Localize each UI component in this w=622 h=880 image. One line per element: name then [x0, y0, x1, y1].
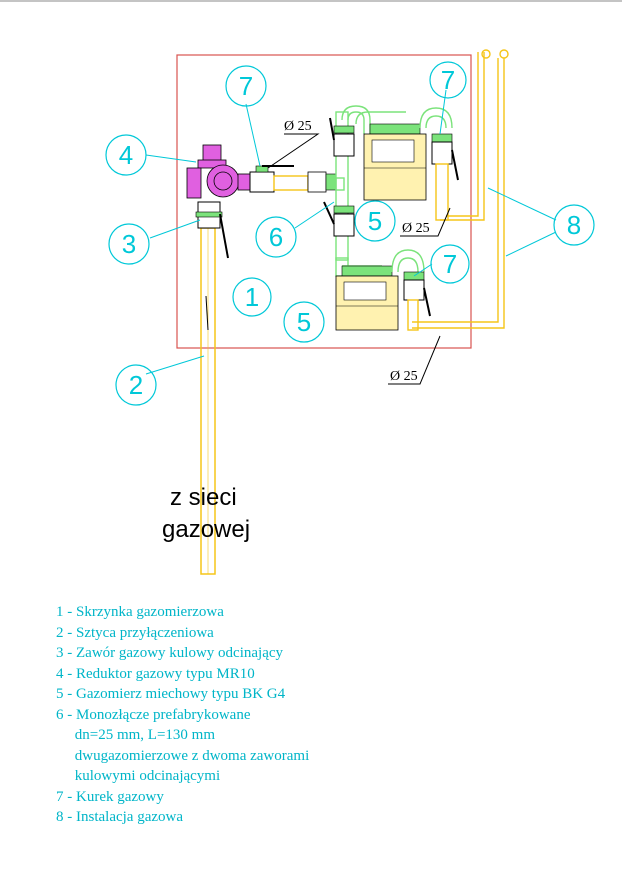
caption-line-1: z sieci	[170, 484, 237, 511]
caption-line-2: gazowej	[162, 516, 251, 543]
callout-3-label: 3	[122, 229, 136, 259]
legend-item: 4 - Reduktor gazowy typu MR10	[56, 665, 255, 682]
gas-meter-lower	[335, 249, 425, 331]
legend: 1 - Skrzynka gazomierzowa 2 - Sztyca prz…	[56, 602, 309, 828]
callout-7a	[225, 65, 267, 107]
callout-5a-label: 5	[368, 206, 382, 236]
callout-5b	[283, 301, 325, 343]
gas-meter-upper	[355, 107, 453, 201]
callout-5a	[354, 200, 396, 242]
legend-item: 6 - Monozłącze prefabrykowane	[56, 706, 251, 723]
dimension-label-1: Ø 25	[284, 119, 312, 134]
legend-item: 8 - Instalacja gazowa	[56, 809, 184, 825]
legend-item: dn=25 mm, L=130 mm	[56, 727, 216, 743]
callout-6	[255, 216, 297, 258]
dimension-label-2: Ø 25	[402, 221, 430, 236]
callout-1	[232, 277, 272, 317]
gas-reducer	[186, 144, 251, 199]
manifold-valve-upper	[329, 117, 355, 157]
meter-box	[176, 54, 472, 349]
legend-item: 3 - Zawór gazowy kulowy odcinający	[56, 645, 284, 661]
gas-cock-upper-right	[431, 133, 459, 221]
legend-item: 7 - Kurek gazowy	[56, 788, 164, 805]
gas-installation-lines	[412, 49, 509, 329]
horizontal-connector-pipe	[273, 171, 337, 193]
callout-1-label: 1	[245, 282, 259, 312]
callout-4	[105, 134, 147, 176]
dimension-label-3: Ø 25	[390, 369, 418, 384]
callout-7b	[429, 61, 467, 99]
callout-2-label: 2	[129, 370, 143, 400]
callout-7c-label: 7	[443, 249, 457, 279]
prefab-manifold	[335, 105, 371, 277]
gas-cock-upper-left	[249, 165, 294, 193]
shutoff-valve	[195, 201, 229, 259]
legend-item: kulowymi odcinającymi	[56, 768, 221, 784]
legend-item: 5 - Gazomierz miechowy typu BK G4	[56, 686, 286, 702]
legend-item: 2 - Sztyca przyłączeniowa	[56, 624, 214, 641]
callouts	[105, 61, 595, 406]
callout-8	[553, 204, 595, 246]
callout-3	[108, 223, 150, 265]
legend-item: dwugazomierzowe z dwoma zaworami	[56, 747, 310, 764]
callout-8-label: 8	[567, 210, 581, 240]
callout-7b-label: 7	[441, 65, 455, 95]
legend-item: 1 - Skrzynka gazomierzowa	[56, 604, 224, 620]
callout-6-label: 6	[269, 222, 283, 252]
callout-4-label: 4	[119, 140, 133, 170]
callout-7a-label: 7	[239, 71, 253, 101]
dimension-leaders	[267, 133, 451, 385]
callout-5b-label: 5	[297, 307, 311, 337]
callout-7c	[430, 244, 470, 284]
manifold-valve-lower	[323, 201, 355, 237]
callout-2	[115, 364, 157, 406]
